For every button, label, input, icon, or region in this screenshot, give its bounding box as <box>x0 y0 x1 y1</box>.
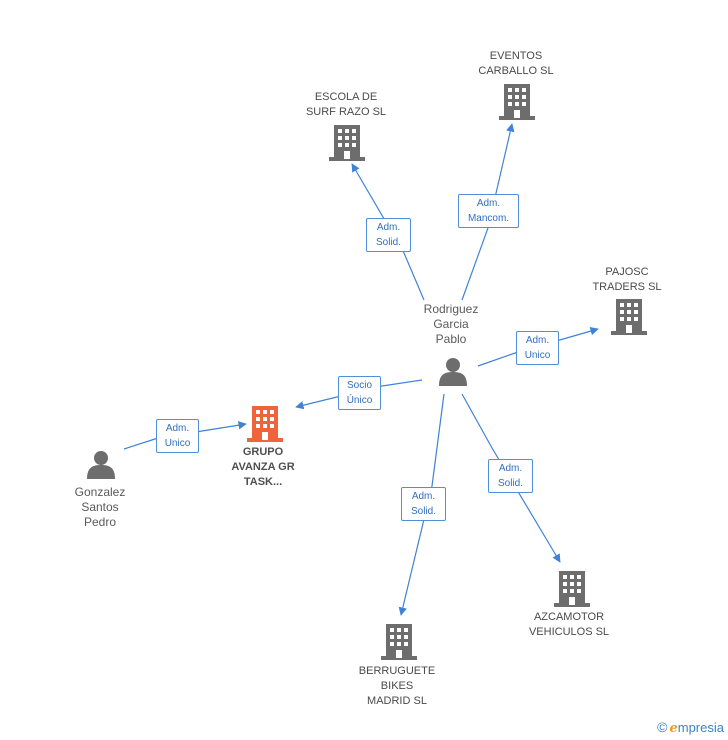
label-line: Pablo <box>435 332 467 346</box>
edge-label-line: Adm. <box>476 198 501 209</box>
label-line: MADRID SL <box>367 695 427 707</box>
node-label-azcamotor[interactable]: AZCAMOTOR VEHICULOS SL <box>529 610 609 640</box>
building-icon <box>329 125 365 161</box>
edge-rodriguez-grupo <box>295 379 423 410</box>
edge-label-line: Adm. <box>498 463 523 474</box>
edge-label-line: Unico <box>524 350 551 361</box>
label-line: BERRUGUETE <box>358 665 436 677</box>
person-icon <box>439 358 467 386</box>
brand-initial: e <box>669 721 678 736</box>
label-line: PAJOSC <box>605 266 649 278</box>
edge-label-line: Solid. <box>410 506 436 517</box>
edge-label-rodriguez-berruguete[interactable]: Adm. Solid. <box>401 487 446 521</box>
label-line: AZCAMOTOR <box>533 611 605 623</box>
label-line: Gonzalez <box>74 485 126 499</box>
label-line: TASK... <box>243 476 283 488</box>
label-line: Pedro <box>83 515 117 529</box>
label-line: ESCOLA DE <box>314 91 378 103</box>
building-icon <box>381 624 417 660</box>
edge-label-line: Mancom. <box>467 213 510 224</box>
label-line: VEHICULOS SL <box>528 626 610 638</box>
edge-rodriguez-escola <box>351 163 425 301</box>
label-line: Garcia <box>433 317 469 331</box>
label-line: GRUPO <box>242 446 284 458</box>
label-line: BIKES <box>380 680 414 692</box>
node-label-grupo[interactable]: GRUPO AVANZA GR TASK... <box>231 445 294 490</box>
edge-label-line: Adm. <box>165 423 190 434</box>
edge-label-line: Socio <box>346 380 372 391</box>
edge-rodriguez-eventos <box>461 123 515 301</box>
edge-label-rodriguez-grupo[interactable]: Socio Único <box>338 376 381 410</box>
edge-label-line: Solid. <box>497 478 523 489</box>
edge-label-line: Adm. <box>376 222 401 233</box>
edge-label-rodriguez-eventos[interactable]: Adm. Mancom. <box>458 194 519 228</box>
building-icon <box>611 299 647 335</box>
node-label-pajosc[interactable]: PAJOSC TRADERS SL <box>592 265 661 295</box>
empresia-watermark: ©empresia <box>657 719 724 736</box>
node-label-escola[interactable]: ESCOLA DE SURF RAZO SL <box>306 90 386 120</box>
building-icon <box>554 571 590 607</box>
label-line: Rodriguez <box>423 302 479 316</box>
edge-label-gonzalez-grupo[interactable]: Adm. Unico <box>156 419 199 453</box>
edge-label-line: Adm. <box>411 491 436 502</box>
node-label-berruguete[interactable]: BERRUGUETE BIKES MADRID SL <box>359 664 435 709</box>
edge-label-rodriguez-pajosc[interactable]: Adm. Unico <box>516 331 559 365</box>
brand-name: mpresia <box>677 720 724 735</box>
edge-label-line: Solid. <box>375 237 401 248</box>
node-label-rodriguez[interactable]: Rodriguez Garcia Pablo <box>424 302 479 347</box>
edge-rodriguez-berruguete <box>398 393 445 616</box>
node-label-gonzalez[interactable]: Gonzalez Santos Pedro <box>75 485 126 530</box>
edge-rodriguez-azcamotor <box>461 393 561 563</box>
edge-label-line: Adm. <box>525 335 550 346</box>
edge-label-rodriguez-azcamotor[interactable]: Adm. Solid. <box>488 459 533 493</box>
label-line: CARBALLO SL <box>478 65 554 77</box>
copyright-icon: © <box>657 719 668 735</box>
building-icon <box>499 84 535 120</box>
edge-label-line: Unico <box>164 438 191 449</box>
edge-label-rodriguez-escola[interactable]: Adm. Solid. <box>366 218 411 252</box>
building-icon <box>247 406 283 442</box>
label-line: TRADERS SL <box>592 281 662 293</box>
label-line: AVANZA GR <box>231 461 295 473</box>
label-line: SURF RAZO SL <box>305 106 387 118</box>
label-line: EVENTOS <box>489 50 543 62</box>
edge-label-line: Único <box>346 395 373 406</box>
label-line: Santos <box>81 500 119 514</box>
node-label-eventos[interactable]: EVENTOS CARBALLO SL <box>478 49 553 79</box>
person-icon <box>87 451 115 479</box>
